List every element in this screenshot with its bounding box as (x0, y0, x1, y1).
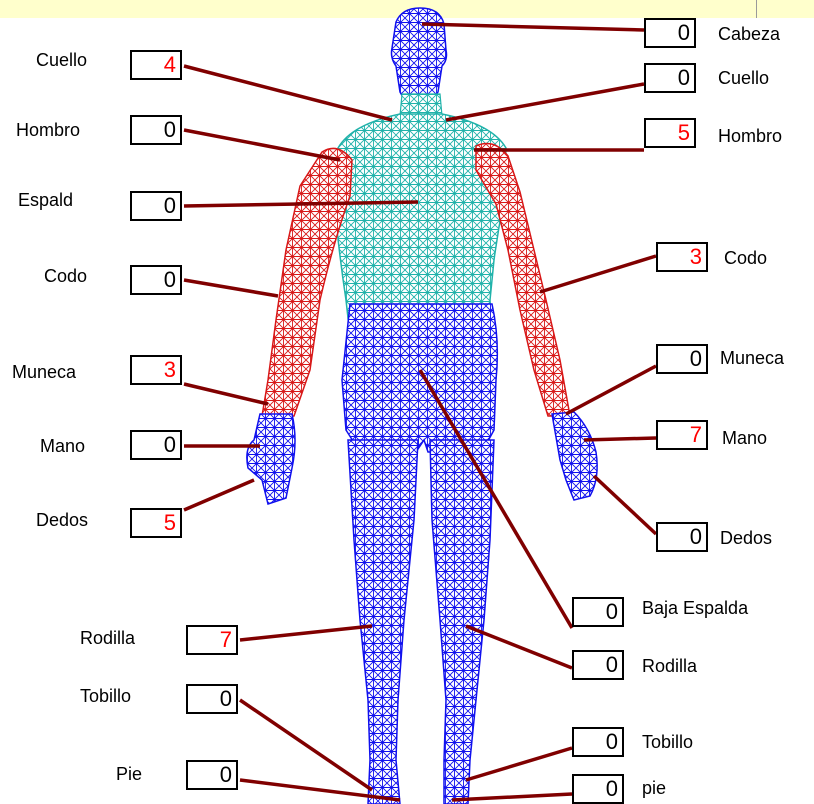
value-box-codo-left[interactable]: 0 (130, 265, 182, 295)
value-box-cuello-left[interactable]: 4 (130, 50, 182, 80)
label-pie-left: Pie (116, 764, 142, 784)
left-hand-mesh (247, 414, 295, 504)
label-codo-left: Codo (44, 266, 87, 286)
value-box-hombro-left[interactable]: 0 (130, 115, 182, 145)
value-box-mano-right[interactable]: 7 (656, 420, 708, 450)
label-codo-right: Codo (724, 248, 767, 268)
label-tobillo-right: Tobillo (642, 732, 693, 752)
label-rodilla-left: Rodilla (80, 628, 135, 648)
label-dedos-left: Dedos (36, 510, 88, 530)
label-espald-left: Espald (18, 190, 73, 210)
value-box-hombro-right[interactable]: 5 (644, 118, 696, 148)
right-hand-mesh (552, 412, 597, 500)
hips-mesh (342, 304, 497, 452)
label-muneca-right: Muneca (720, 348, 784, 368)
label-muneca-left: Muneca (12, 362, 76, 382)
value-box-pie-left[interactable]: 0 (186, 760, 238, 790)
head-mesh (392, 8, 447, 104)
value-box-espald-left[interactable]: 0 (130, 191, 182, 221)
neck-mesh (400, 94, 442, 116)
value-box-tobillo-left[interactable]: 0 (186, 684, 238, 714)
value-box-baja-espalda-right[interactable]: 0 (572, 597, 624, 627)
label-cuello-right: Cuello (718, 68, 769, 88)
value-box-mano-left[interactable]: 0 (130, 430, 182, 460)
label-pie-right: pie (642, 778, 666, 798)
left-arm-mesh (262, 148, 352, 416)
value-box-dedos-left[interactable]: 5 (130, 508, 182, 538)
label-baja-espalda-right: Baja Espalda (642, 598, 748, 618)
value-box-pie-right[interactable]: 0 (572, 774, 624, 804)
label-mano-left: Mano (40, 436, 85, 456)
value-box-rodilla-left[interactable]: 7 (186, 625, 238, 655)
label-hombro-left: Hombro (16, 120, 80, 140)
label-dedos-right: Dedos (720, 528, 772, 548)
label-cabeza-right: Cabeza (718, 24, 780, 44)
label-mano-right: Mano (722, 428, 767, 448)
value-box-cuello-right[interactable]: 0 (644, 63, 696, 93)
label-hombro-right: Hombro (718, 126, 782, 146)
left-leg-mesh (348, 440, 418, 804)
value-box-cabeza-right[interactable]: 0 (644, 18, 696, 48)
value-box-dedos-right[interactable]: 0 (656, 522, 708, 552)
label-cuello-left: Cuello (36, 50, 87, 70)
value-box-muneca-right[interactable]: 0 (656, 344, 708, 374)
right-leg-mesh (430, 440, 494, 804)
value-box-tobillo-right[interactable]: 0 (572, 727, 624, 757)
label-rodilla-right: Rodilla (642, 656, 697, 676)
value-box-muneca-left[interactable]: 3 (130, 355, 182, 385)
value-box-codo-right[interactable]: 3 (656, 242, 708, 272)
value-box-rodilla-right[interactable]: 0 (572, 650, 624, 680)
label-tobillo-left: Tobillo (80, 686, 131, 706)
